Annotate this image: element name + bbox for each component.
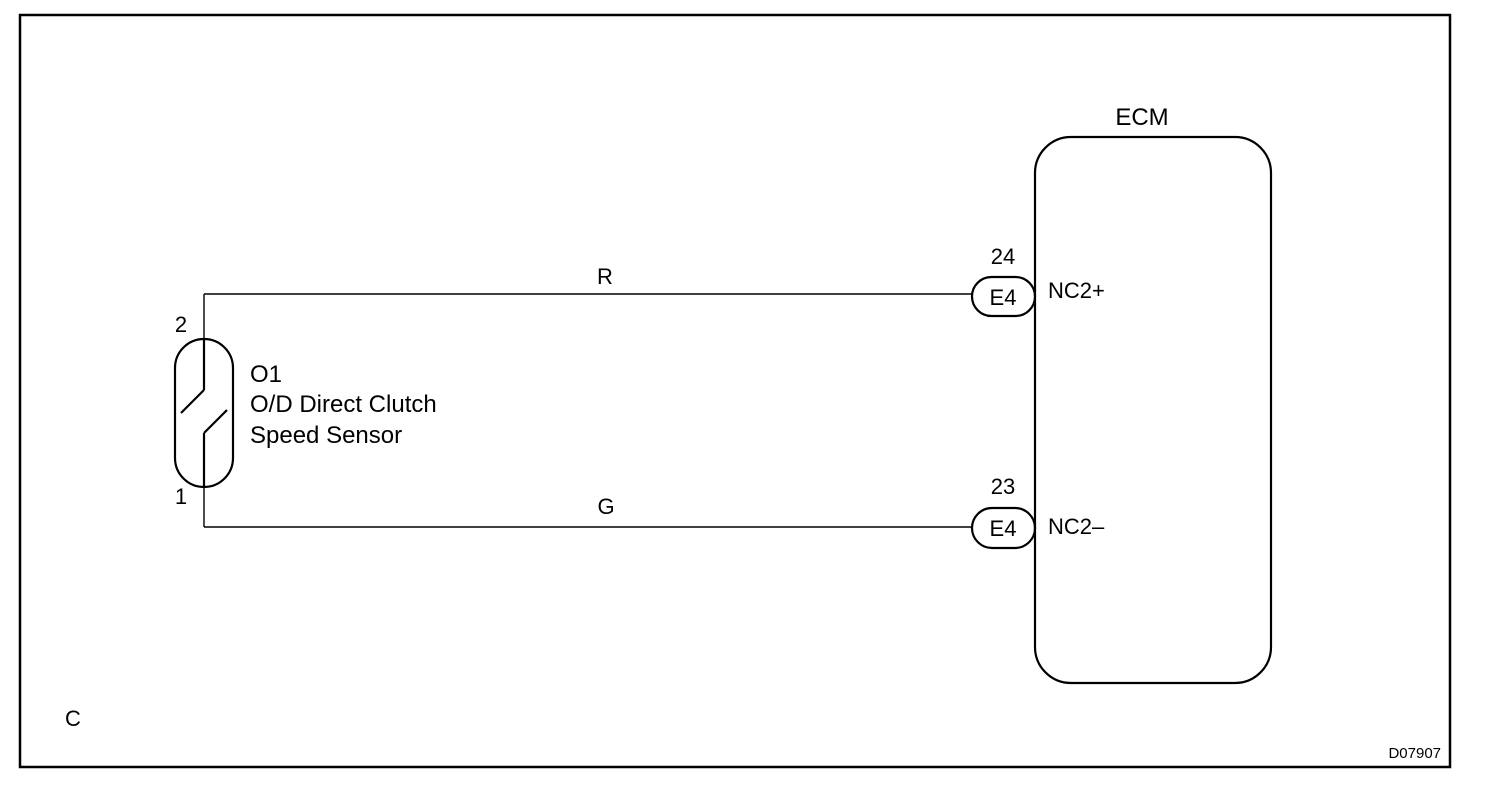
sensor-name-line2: Speed Sensor xyxy=(250,422,402,449)
figure-id: D07907 xyxy=(1388,745,1441,762)
connector-e4-pin23 xyxy=(970,506,1037,550)
sensor-pin-2: 2 xyxy=(175,312,187,337)
pin-24-number: 24 xyxy=(991,244,1015,269)
connector-e4-pin24 xyxy=(970,275,1037,318)
wire-r-color-label: R xyxy=(597,264,613,289)
ecm-terminal-nc2-minus: NC2– xyxy=(1048,514,1105,539)
pin-23-number: 23 xyxy=(991,474,1015,499)
sensor-name-line1: O/D Direct Clutch xyxy=(250,391,437,418)
diagram-frame xyxy=(18,13,1452,769)
ecm-box xyxy=(1033,135,1273,685)
corner-label: C xyxy=(65,706,81,731)
connector-e4-pin24-label: E4 xyxy=(990,285,1017,310)
connector-e4-pin23-label: E4 xyxy=(990,516,1017,541)
sensor-pin-1: 1 xyxy=(175,484,187,509)
sensor-switch-slash-top xyxy=(180,389,205,414)
sensor-code: O1 xyxy=(250,361,282,388)
wire-g-color-label: G xyxy=(597,494,614,519)
ecm-terminal-nc2-plus: NC2+ xyxy=(1048,278,1105,303)
ecm-label: ECM xyxy=(1115,104,1168,131)
sensor-switch-slash-bottom xyxy=(203,409,228,434)
